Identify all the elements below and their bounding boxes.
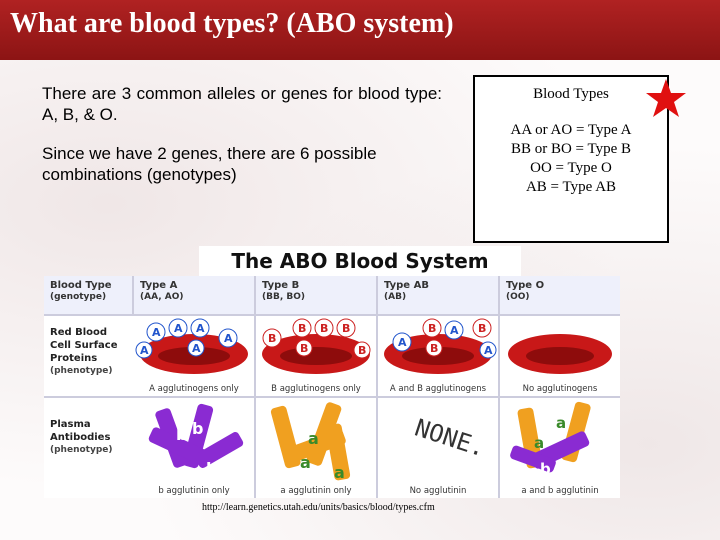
row-label-blood-type: Blood Type bbox=[50, 280, 112, 291]
caption-rbc-ab: A and B agglutinogens bbox=[389, 384, 487, 394]
box-title: Blood Types bbox=[533, 86, 609, 102]
rbc-cell-o: No agglutinogens bbox=[500, 316, 620, 396]
svg-text:b: b bbox=[192, 419, 203, 438]
row-label-plasma: Plasma Antibodies (phenotype) bbox=[50, 419, 113, 455]
caption-rbc-b: B agglutinogens only bbox=[271, 384, 361, 394]
box-line-a: AA or AO = Type A bbox=[510, 122, 632, 138]
star-icon bbox=[646, 79, 686, 117]
title-bar: What are blood types? (ABO system) bbox=[0, 0, 720, 60]
caption-plasma-o: a and b agglutinin bbox=[521, 486, 599, 496]
svg-text:A: A bbox=[152, 326, 161, 339]
row-label-genotype: (genotype) bbox=[50, 292, 107, 302]
rbc-o-illustration bbox=[508, 334, 612, 374]
header-type-ab: Type AB (AB) bbox=[378, 276, 500, 314]
svg-text:a: a bbox=[534, 434, 544, 452]
header-type-o: Type O (OO) bbox=[500, 276, 620, 314]
svg-text:A: A bbox=[196, 322, 205, 335]
svg-text:b: b bbox=[540, 460, 551, 478]
svg-text:B: B bbox=[478, 322, 486, 335]
svg-text:b: b bbox=[176, 425, 187, 444]
source-link[interactable]: http://learn.genetics.utah.edu/units/bas… bbox=[202, 502, 435, 513]
svg-text:B: B bbox=[342, 322, 350, 335]
svg-text:A: A bbox=[224, 332, 233, 345]
rbc-cell-b: B B B B B B B agglutinogens only bbox=[256, 316, 378, 396]
blood-types-box: Blood Types AA or AO = Type A BB or BO =… bbox=[473, 75, 669, 243]
caption-rbc-o: No agglutinogens bbox=[522, 384, 598, 394]
bullet-alleles: There are 3 common alleles or genes for … bbox=[42, 84, 442, 124]
rbc-cell-a: A A A A A A A agglutinogens only bbox=[134, 316, 256, 396]
svg-text:B: B bbox=[428, 322, 436, 335]
caption-rbc-a: A agglutinogens only bbox=[149, 384, 239, 394]
svg-text:b: b bbox=[206, 459, 217, 478]
header-divider bbox=[44, 314, 620, 316]
svg-text:B: B bbox=[268, 332, 276, 345]
slide-title: What are blood types? (ABO system) bbox=[10, 8, 454, 39]
header-type-a: Type A (AA, AO) bbox=[134, 276, 256, 314]
antibody-a-illustration: aaa bbox=[270, 402, 351, 482]
svg-text:A: A bbox=[450, 324, 459, 337]
box-line-b: BB or BO = Type B bbox=[510, 141, 632, 157]
figure-title: The ABO Blood System bbox=[199, 246, 521, 278]
rbc-cell-ab: B A B A B A A and B agglutinogens bbox=[378, 316, 500, 396]
rbc-b-illustration: B B B B B B bbox=[262, 318, 371, 374]
svg-text:A: A bbox=[192, 342, 201, 355]
svg-text:a: a bbox=[300, 453, 311, 472]
antibody-ab-illustration: aa b bbox=[510, 401, 591, 478]
header-type-b: Type B (BB, BO) bbox=[256, 276, 378, 314]
svg-text:B: B bbox=[300, 342, 308, 355]
svg-text:a: a bbox=[334, 463, 345, 482]
row-label-rbc: Red Blood Cell Surface Proteins (phenoty… bbox=[50, 327, 118, 376]
header-row-label: Blood Type (genotype) bbox=[44, 276, 134, 314]
svg-text:A: A bbox=[174, 322, 183, 335]
abo-table: Blood Type (genotype) Type A (AA, AO) Ty… bbox=[44, 276, 620, 498]
caption-plasma-b: a agglutinin only bbox=[280, 486, 352, 496]
row-divider bbox=[44, 396, 620, 398]
caption-plasma-a: b agglutinin only bbox=[158, 486, 230, 496]
svg-text:B: B bbox=[298, 322, 306, 335]
rbc-a-illustration: A A A A A A bbox=[135, 318, 248, 374]
box-line-o: OO = Type O bbox=[530, 160, 612, 176]
none-label: NONE. bbox=[411, 413, 489, 463]
box-line-ab: AB = Type AB bbox=[525, 179, 617, 195]
svg-text:B: B bbox=[358, 344, 366, 357]
svg-text:B: B bbox=[430, 342, 438, 355]
svg-text:A: A bbox=[140, 344, 149, 357]
svg-text:a: a bbox=[308, 429, 319, 448]
svg-text:A: A bbox=[398, 336, 407, 349]
svg-text:B: B bbox=[320, 322, 328, 335]
svg-text:a: a bbox=[556, 414, 566, 432]
svg-text:A: A bbox=[484, 344, 493, 357]
bullet-genotypes: Since we have 2 genes, there are 6 possi… bbox=[42, 144, 377, 184]
caption-plasma-ab: No agglutinin bbox=[409, 486, 467, 496]
plasma-cell-ab: NONE. No agglutinin bbox=[378, 398, 500, 498]
rbc-ab-illustration: B A B A B A bbox=[384, 318, 497, 374]
abo-figure: The ABO Blood System Blood Type (genotyp… bbox=[44, 244, 620, 498]
